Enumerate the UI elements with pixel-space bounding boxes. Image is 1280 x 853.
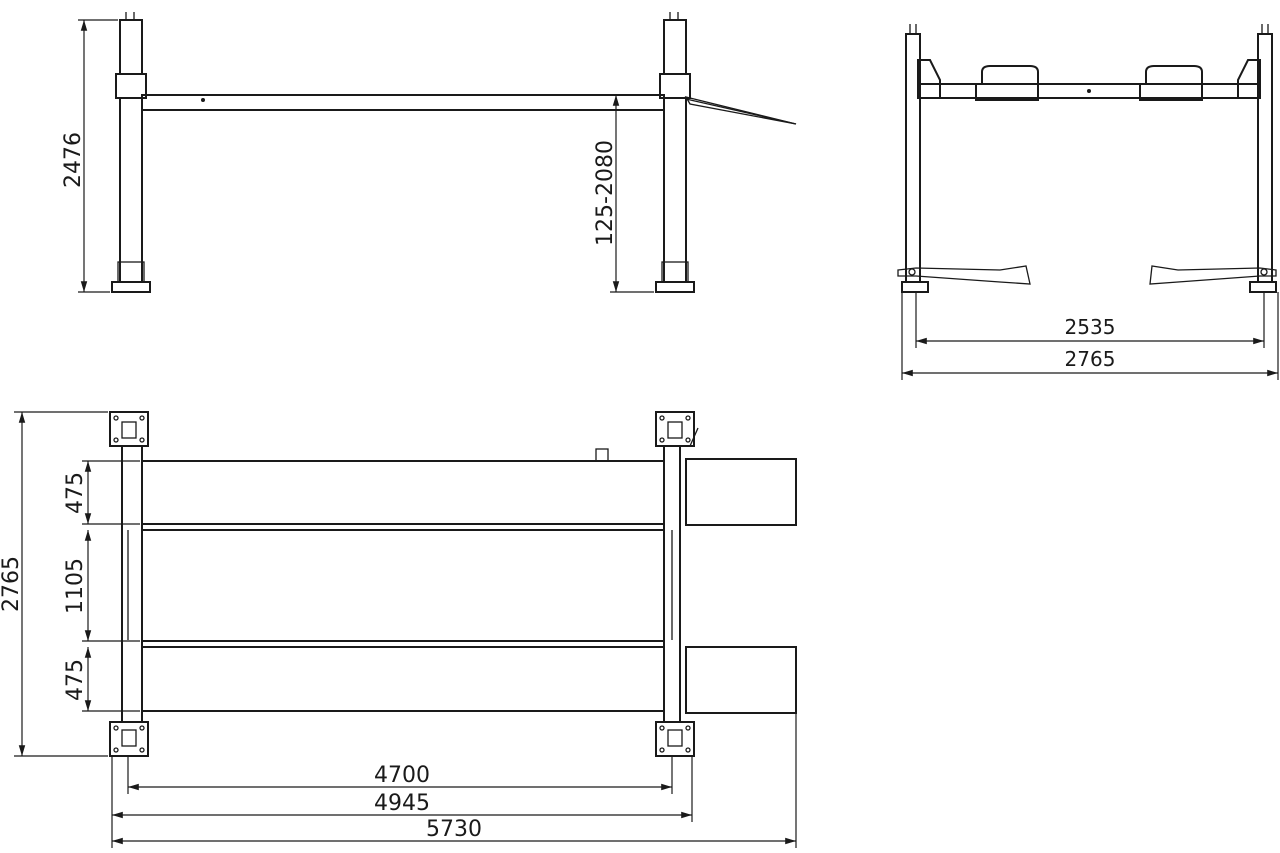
end-right-post bbox=[1237, 24, 1277, 293]
plan-view: 475 1105 475 2765 4700 bbox=[0, 411, 797, 848]
end-arm-left bbox=[897, 265, 1031, 285]
end-cross-beam bbox=[919, 83, 1259, 99]
plan-right-frame bbox=[663, 445, 681, 723]
dim-runway-gap: 1105 bbox=[63, 530, 140, 642]
dim-label-inner-width: 2535 bbox=[1065, 315, 1116, 339]
plan-post-top-right bbox=[655, 411, 699, 447]
dim-label-runway-gap: 1105 bbox=[63, 558, 88, 614]
dim-overall-height: 2476 bbox=[61, 19, 118, 293]
dim-runway-width-bottom: 475 bbox=[63, 647, 140, 712]
dim-label-outer-width: 2765 bbox=[1065, 347, 1116, 371]
side-runway-beam bbox=[141, 94, 665, 111]
end-view: 2535 2765 bbox=[897, 24, 1279, 380]
dim-label-frame-length: 4945 bbox=[374, 791, 430, 816]
side-view: 2476 125-2080 bbox=[61, 12, 797, 293]
dim-frame-length: 4945 bbox=[111, 756, 693, 822]
side-left-post bbox=[111, 12, 151, 293]
plan-left-frame bbox=[121, 445, 143, 723]
side-right-post bbox=[655, 12, 695, 293]
end-arm-right bbox=[1149, 265, 1277, 285]
plan-ramp-top bbox=[685, 458, 797, 526]
end-left-post bbox=[901, 24, 941, 293]
plan-post-top-left bbox=[109, 411, 149, 447]
dim-label-plan-width: 2765 bbox=[0, 556, 24, 612]
dim-label-overall-length: 5730 bbox=[426, 817, 482, 842]
end-runway-right bbox=[1139, 65, 1203, 101]
dim-outer-width: 2765 bbox=[901, 292, 1279, 380]
dim-label-runway-top: 475 bbox=[63, 472, 88, 514]
plan-ramp-bottom bbox=[685, 646, 797, 714]
dim-plan-overall-width: 2765 bbox=[0, 411, 108, 757]
dim-label-lift-range: 125-2080 bbox=[593, 140, 618, 246]
dim-post-span: 4700 bbox=[127, 756, 673, 794]
dim-label-post-span: 4700 bbox=[374, 763, 430, 788]
end-runway-left bbox=[975, 65, 1039, 101]
plan-post-bottom-left bbox=[109, 721, 149, 757]
plan-runway-bottom bbox=[141, 646, 665, 712]
dim-inner-width: 2535 bbox=[915, 292, 1265, 348]
dim-label-overall-height: 2476 bbox=[61, 132, 86, 188]
plan-post-bottom-right bbox=[655, 721, 695, 757]
dim-label-runway-bottom: 475 bbox=[63, 659, 88, 701]
plan-runway-top bbox=[141, 460, 665, 525]
dim-lift-range: 125-2080 bbox=[593, 94, 662, 293]
side-ramp bbox=[684, 96, 797, 125]
dim-overall-length: 5730 bbox=[111, 713, 797, 848]
dim-runway-width-top: 475 bbox=[63, 460, 140, 525]
